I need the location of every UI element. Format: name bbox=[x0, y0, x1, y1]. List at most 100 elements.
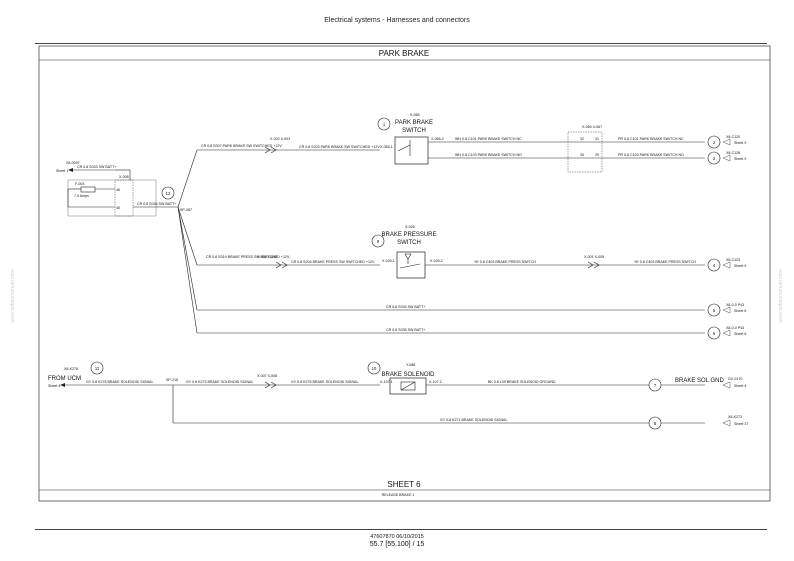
batt-wire-label: CR 0.8 S033 SW BATT+ bbox=[77, 165, 116, 169]
diagram-title: PARK BRAKE bbox=[379, 49, 430, 58]
feed-wires bbox=[177, 149, 705, 334]
svg-text:X8-C123: X8-C123 bbox=[726, 258, 740, 262]
battery-input: X8-0097 Sheet 1 CR 0.8 S033 SW BATT+ bbox=[56, 161, 131, 180]
svg-text:X8-K273: X8-K273 bbox=[728, 415, 742, 419]
solenoid-id: Y-088 bbox=[406, 363, 415, 367]
svg-text:6: 6 bbox=[713, 331, 716, 336]
park-switch-id: S-065 bbox=[410, 113, 420, 117]
svg-text:Sheet 4: Sheet 4 bbox=[734, 384, 746, 388]
park-switch-conn-b: X-065-2 bbox=[431, 137, 444, 141]
press-switch-conn-a: X-025-1 bbox=[382, 259, 395, 263]
watermark-right: www.autotomanual.com bbox=[778, 269, 784, 322]
solenoid-conn-a: X-107-1 bbox=[380, 380, 393, 384]
svg-text:X8-C120: X8-C120 bbox=[726, 135, 740, 139]
svg-text:Sheet 6: Sheet 6 bbox=[734, 309, 746, 313]
park-feed-label-2: CR 0.8 S203 PARK BRAKE SW SWITCHED +12V bbox=[299, 145, 380, 149]
press-feed-label: CR 0.8 S019 BRAKE PRESS SW SWITCHED +12V bbox=[206, 255, 290, 259]
sol-wire-3: GY 0.8 K275 BRAKE SOLENOID SIGNAL bbox=[291, 380, 358, 384]
fuse-out-wire: CR 0.8 S034 SW BATT+ bbox=[137, 202, 176, 206]
batt-connector: X8-0097 bbox=[66, 161, 80, 165]
sheet-label: SHEET 6 bbox=[387, 480, 421, 489]
ucm-marker-num: 11 bbox=[95, 366, 100, 371]
sol-8-wire: GY 0.8 K271 BRAKE SOLENOID SIGNAL bbox=[440, 418, 507, 422]
sol-ground-wire: BK 0.8 L09 BRAKE SOLENOID GROUND bbox=[488, 380, 556, 384]
ref-4: 4 X8-C123 Sheet 9 bbox=[707, 258, 746, 272]
footer-divider bbox=[35, 529, 767, 530]
press-out-wire: YE 0.8 C403 BRAKE PRESS SWITCH bbox=[474, 260, 536, 264]
batt6-wire: CR 0.8 S035 SW BATT+ bbox=[386, 328, 425, 332]
batt5-wire: CR 0.8 S034 SW BATT+ bbox=[386, 305, 425, 309]
press-switch-title-1: BRAKE PRESSURE bbox=[381, 232, 436, 238]
svg-text:7: 7 bbox=[654, 383, 657, 388]
svg-text:BRAKE SOL GND: BRAKE SOL GND bbox=[675, 378, 724, 384]
park-out-no: PR 0.8 C103 PARK BRAKE SWITCH NO bbox=[618, 153, 684, 157]
svg-text:Sheet 37: Sheet 37 bbox=[734, 422, 748, 426]
park-nc-wire: WH 0.8 C101 PARK BRAKE SWITCH NC bbox=[455, 137, 522, 141]
svg-text:X8-C128: X8-C128 bbox=[726, 151, 740, 155]
svg-text:Sheet 9: Sheet 9 bbox=[734, 264, 746, 268]
park-right-conn: X-065 X-067 bbox=[582, 125, 602, 129]
page-footer: 47607870 06/10/2015 55.7 [55.100] / 15 bbox=[0, 533, 794, 549]
park-feed-label: CR 0.8 S007 PARK BRAKE SW SWITCHED +12V bbox=[201, 144, 282, 148]
park-switch-conn-a: X-065-1 bbox=[380, 145, 393, 149]
header-divider bbox=[35, 43, 767, 44]
park-switch-marker bbox=[377, 117, 391, 131]
watermark-left: www.autotomanual.com bbox=[10, 269, 16, 322]
svg-text:3: 3 bbox=[713, 156, 716, 161]
solenoid-symbol bbox=[389, 377, 427, 395]
ref-6: 6 X8-0-0 P43 Sheet 6 bbox=[707, 326, 746, 340]
fuse-symbol bbox=[80, 186, 96, 193]
ucm-wire: GY 0.8 K278 BRAKE SOLENOID SIGNAL bbox=[86, 380, 153, 384]
park-no-wire: WH 0.8 C103 PARK BRAKE SWITCH NO bbox=[455, 153, 522, 157]
svg-text:8: 8 bbox=[654, 421, 657, 426]
press-feed-label-2: CR 0.8 S204 BRAKE PRESS SW SWITCHED +12V bbox=[291, 260, 375, 264]
press-switch-marker-num: 9 bbox=[377, 239, 380, 244]
press-switch-conn-b: X-025-2 bbox=[430, 259, 443, 263]
solenoid-marker bbox=[367, 361, 381, 375]
ucm-sheet: Sheet 4 bbox=[48, 384, 60, 388]
press-out-connectors: X-001 X-005 bbox=[584, 255, 604, 259]
svg-text:Sheet 6: Sheet 6 bbox=[734, 332, 746, 336]
svg-text:5: 5 bbox=[713, 308, 716, 313]
press-out-wire-2: YE 0.8 C403 BRAKE PRESS SWITCH bbox=[634, 260, 696, 264]
press-in-connectors: X-002 X-003 bbox=[257, 255, 277, 259]
sol-in-connectors: X-007 X-008 bbox=[257, 374, 277, 378]
solenoid-marker-num: 10 bbox=[372, 366, 377, 371]
solenoid-title: BRAKE SOLENOID bbox=[381, 372, 435, 378]
brake-pressure-circuit: CR 0.8 S019 BRAKE PRESS SW SWITCHED +12V… bbox=[206, 225, 705, 279]
press-switch-marker bbox=[371, 234, 385, 248]
svg-text:X8-0-0 P43: X8-0-0 P43 bbox=[726, 303, 744, 307]
junction-marker bbox=[161, 186, 175, 200]
ref-3: 3 X8-C128 Sheet 9 bbox=[707, 151, 746, 165]
fuse-rating: 7.5 Amps bbox=[74, 194, 89, 198]
batt-sheet: Sheet 1 bbox=[56, 169, 68, 173]
ucm-marker bbox=[90, 361, 104, 375]
fuse-id: F-003 bbox=[75, 182, 84, 186]
sheet-note: RELEASE BRAKE 1 bbox=[382, 493, 415, 497]
svg-text:32: 32 bbox=[580, 137, 584, 141]
sol-wire-2: GY 0.8 K273 BRAKE SOLENOID SIGNAL bbox=[186, 380, 253, 384]
svg-text:4: 4 bbox=[713, 263, 716, 268]
splice-1-label: SP-087 bbox=[180, 208, 192, 212]
solenoid-conn-b: X-107-2 bbox=[429, 380, 442, 384]
page-number: 55.7 [55.100] / 15 bbox=[369, 541, 425, 548]
diagram-frame bbox=[38, 45, 771, 502]
svg-text:31: 31 bbox=[595, 137, 599, 141]
junction-number: 12 bbox=[166, 191, 171, 196]
svg-text:GX-0170: GX-0170 bbox=[728, 377, 742, 381]
press-switch-id: S-026 bbox=[405, 225, 415, 229]
press-switch-title-2: SWITCH bbox=[397, 240, 421, 246]
park-switch-symbol bbox=[394, 136, 429, 165]
ucm-label: FROM UCM bbox=[48, 376, 81, 382]
svg-text:X8-0-0 P43: X8-0-0 P43 bbox=[726, 326, 744, 330]
press-switch-symbol bbox=[396, 251, 426, 279]
park-switch-title-1: PARK BRAKE bbox=[395, 120, 433, 126]
svg-text:2: 2 bbox=[713, 140, 716, 145]
svg-text:Sheet 9: Sheet 9 bbox=[734, 141, 746, 145]
park-brake-circuit: CR 0.8 S007 PARK BRAKE SW SWITCHED +12V … bbox=[201, 113, 705, 173]
park-in-connectors: X-002 X-003 bbox=[270, 137, 290, 141]
svg-text:29: 29 bbox=[595, 153, 599, 157]
svg-text:30: 30 bbox=[580, 153, 584, 157]
fuse-connector: X-006 bbox=[119, 175, 129, 179]
